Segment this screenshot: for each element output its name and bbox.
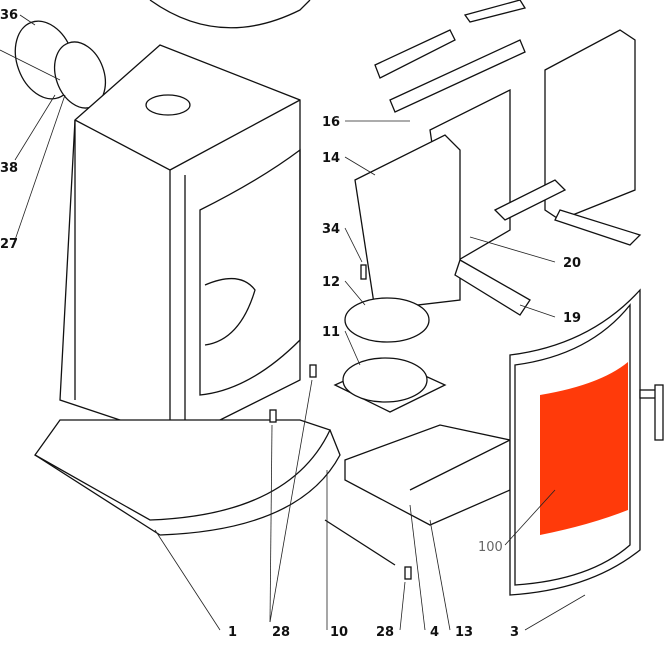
- brick-19: [454, 259, 531, 316]
- grate-12: [344, 297, 430, 343]
- rear-panel: [544, 29, 636, 221]
- grate-11: [342, 357, 428, 403]
- label-16: 16: [322, 115, 340, 130]
- top-plate: [149, 0, 311, 29]
- flue-collar: [0, 20, 107, 109]
- label-14: 14: [322, 151, 340, 166]
- label-36: 36: [0, 8, 18, 23]
- door-glass-100: [540, 362, 628, 535]
- baffle-bar: [463, 0, 527, 23]
- stove-body: [34, 44, 341, 536]
- side-plate: [354, 134, 461, 311]
- label-34: 34: [322, 222, 340, 237]
- label-19: 19: [563, 311, 581, 326]
- label-4: 4: [430, 625, 439, 640]
- rod: [324, 519, 396, 566]
- label-20: 20: [563, 256, 581, 271]
- baffle-bar: [374, 29, 456, 79]
- ash-pan: [344, 424, 511, 526]
- leader-lines: [14, 14, 586, 631]
- pin-28: [269, 409, 277, 423]
- brick-20: [493, 179, 567, 221]
- pin-28: [309, 364, 317, 378]
- label-27: 27: [0, 237, 18, 252]
- label-28-b: 28: [376, 625, 394, 640]
- label-38: 38: [0, 161, 18, 176]
- label-1: 1: [228, 625, 237, 640]
- pin-28: [404, 566, 412, 580]
- label-100: 100: [478, 540, 503, 555]
- label-12: 12: [322, 275, 340, 290]
- brick-20: [554, 209, 642, 246]
- label-3: 3: [510, 625, 519, 640]
- label-10: 10: [330, 625, 348, 640]
- pin-34: [360, 264, 367, 280]
- label-13: 13: [455, 625, 473, 640]
- baffle-bar: [389, 39, 526, 113]
- label-28: 28: [272, 625, 290, 640]
- label-11: 11: [322, 325, 340, 340]
- door: [509, 288, 664, 596]
